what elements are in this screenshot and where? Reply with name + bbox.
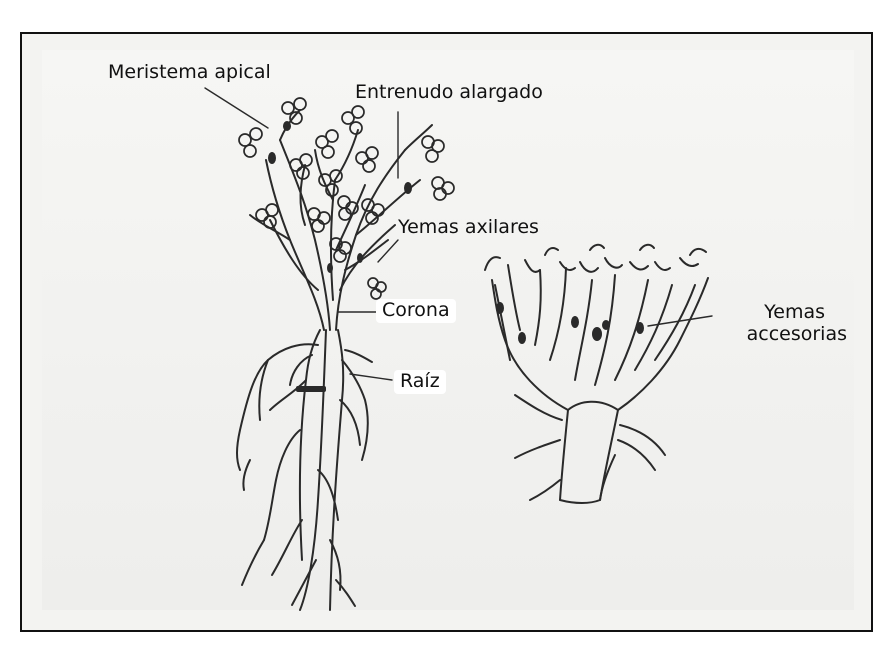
left-crown (296, 386, 326, 392)
label-entrenudo-alargado: Entrenudo alargado (355, 82, 543, 104)
right-plant-crown (485, 245, 708, 503)
label-meristema-apical: Meristema apical (108, 62, 271, 84)
left-plant-shoot (239, 98, 454, 330)
label-corona: Corona (376, 299, 456, 323)
label-yemas-accesorias-line2: accesorias (732, 324, 847, 346)
label-yemas-axilares: Yemas axilares (398, 217, 539, 239)
label-yemas-accesorias: Yemas accesorias (732, 302, 847, 346)
left-plant-roots (237, 330, 372, 610)
label-raiz: Raíz (394, 370, 446, 394)
label-yemas-accesorias-line1: Yemas (732, 302, 847, 324)
